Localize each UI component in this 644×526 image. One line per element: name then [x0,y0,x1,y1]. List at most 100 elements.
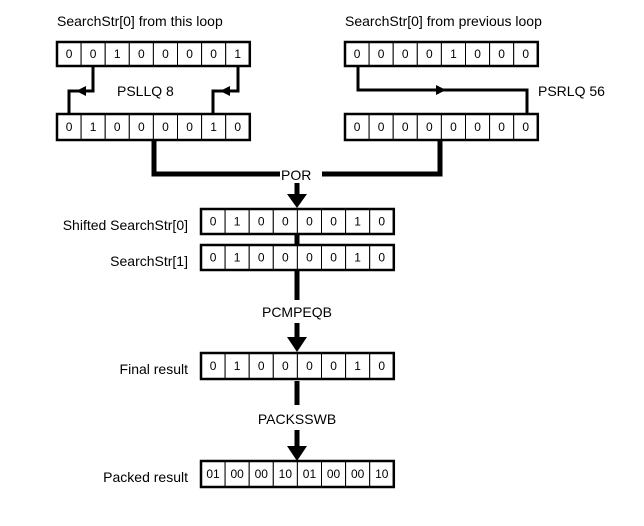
register-cell-value: 1 [354,359,361,373]
register-cell [489,41,515,67]
register-cell-value: 1 [234,215,241,229]
register-cell-value: 0 [162,47,169,61]
register-cell-value: 0 [306,359,313,373]
register-cell-value: 0 [258,251,265,265]
register-cell-value: 0 [522,120,529,134]
register-cell-value: 0 [498,47,505,61]
register-cell-value: 0 [306,251,313,265]
register-cell-value: 0 [402,47,409,61]
register-cell [56,41,82,67]
register-cell [128,113,154,141]
register-cell-value: 01 [206,467,220,481]
register-cell-value: 1 [234,47,241,61]
por-connector-right [322,140,443,177]
register-cell-value: 0 [378,120,385,134]
register-cell-value: 0 [234,120,241,134]
arrow-left-icon [76,86,86,96]
register-cell [368,113,394,141]
this-loop-label: SearchStr[0] from this loop [57,13,223,29]
register-cell [345,460,371,488]
packed-result-label: Packed result [103,469,188,485]
register-cell-value: 0 [186,120,193,134]
prev-loop-label: SearchStr[0] from previous loop [345,13,542,29]
shifted-searchstr0-label: Shifted SearchStr[0] [63,217,188,233]
arrow-right-icon [436,85,446,95]
register-cell-value: 0 [474,47,481,61]
register-cell-value: 1 [90,120,97,134]
por-label-bg [280,165,322,183]
register-cell-value: 0 [210,47,217,61]
arrow-left-icon [220,86,230,96]
register-cell-value: 1 [354,251,361,265]
register-cell-value: 0 [66,47,73,61]
register-cell-value: 1 [234,251,241,265]
register-border [343,40,540,68]
register-cell [513,41,539,67]
register-cell-value: 0 [210,359,217,373]
register-cell [201,113,227,141]
register-cell [225,113,251,141]
register-cell [321,244,347,271]
register-searchstr1: 0 1 0 0 0 0 1 0 [199,243,396,272]
register-cell-value: 0 [330,251,337,265]
register-cell-value: 0 [282,359,289,373]
arrow-down-icon [287,337,307,352]
register-cell-value: 10 [375,467,389,481]
register-cell-value: 0 [378,251,385,265]
register-cell-value: 0 [66,120,73,134]
final-result-label: Final result [120,361,189,377]
register-cell-value: 1 [210,120,217,134]
register-cell-value: 0 [258,359,265,373]
register-cell-value: 0 [378,215,385,229]
register-cell-value: 0 [114,120,121,134]
register-border [199,207,396,236]
register-cell-value: 0 [474,120,481,134]
register-cell-value: 0 [162,120,169,134]
register-cell-value: 0 [522,47,529,61]
register-cell [248,208,274,235]
register-border [199,243,396,272]
register-cell-value: 0 [426,47,433,61]
register-border [199,459,396,489]
register-cell [80,41,106,67]
register-cell-value: 0 [210,251,217,265]
register-cell [200,244,226,271]
register-cell-value: 0 [186,47,193,61]
register-cell-value: 0 [210,215,217,229]
register-cell [296,208,322,235]
register-cell-value: 0 [402,120,409,134]
register-cell-value: 00 [255,467,269,481]
arrowheads [76,85,446,461]
register-cell-value: 1 [234,359,241,373]
arrow-down-icon [287,194,307,208]
register-cell-value: 1 [450,47,457,61]
register-cell-value: 00 [351,467,365,481]
register-cell-value: 10 [279,467,293,481]
register-cell-value: 1 [114,47,121,61]
register-cell-value: 0 [354,47,361,61]
register-border [199,351,396,381]
register-cell-value: 0 [306,215,313,229]
register-cell-value: 1 [354,215,361,229]
register-cell [225,41,251,67]
register-cell-value: 0 [426,120,433,134]
register-cell-value: 0 [282,251,289,265]
pcmpeqb-label: PCMPEQB [262,304,332,320]
labels: SearchStr[0] from this loop SearchStr[0]… [57,13,605,485]
register-border [343,112,540,142]
register-cell-value: 00 [230,467,244,481]
psllq-label: PSLLQ 8 [117,83,174,99]
register-cell [345,352,371,380]
arrow-down-icon [287,446,307,461]
register-cell [416,41,442,67]
register-cell-value: 0 [282,215,289,229]
register-border [55,40,252,68]
register-cell-value: 0 [450,120,457,134]
